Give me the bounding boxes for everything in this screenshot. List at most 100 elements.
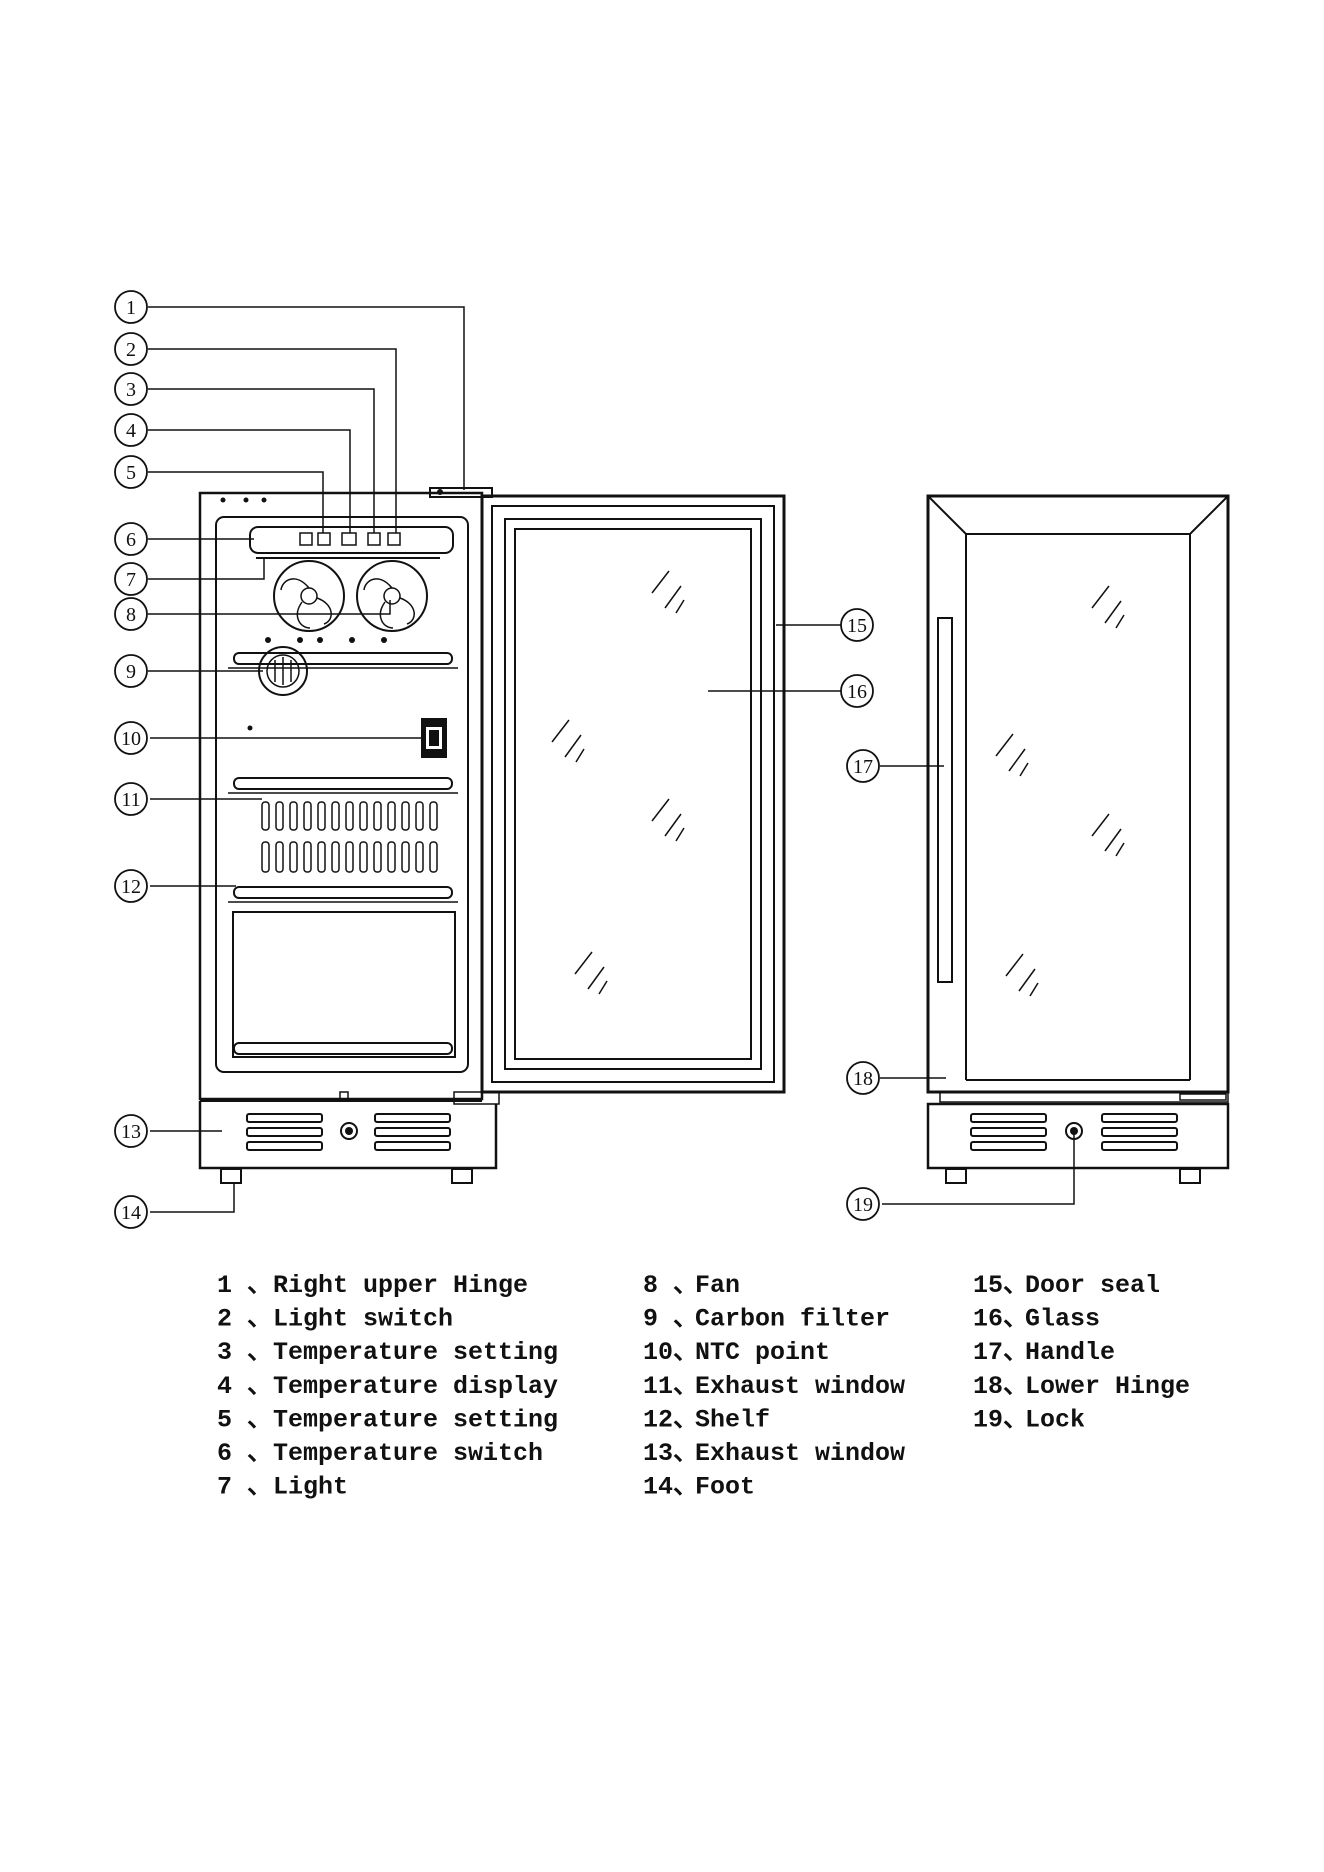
legend-number: 14、 <box>643 1473 698 1502</box>
callout-number: 18 <box>853 1068 873 1090</box>
control-panel <box>249 526 454 554</box>
callout-9: 9 <box>114 654 148 688</box>
legend-label: Temperature display <box>273 1372 558 1401</box>
callout-number: 17 <box>853 756 873 778</box>
legend-label: Exhaust window <box>695 1439 905 1468</box>
grille-slot <box>275 801 284 831</box>
callout-number: 5 <box>126 462 136 484</box>
callout-8: 8 <box>114 597 148 631</box>
callout-3: 3 <box>114 372 148 406</box>
upper-hinge <box>429 487 493 498</box>
callout-19: 19 <box>846 1187 880 1221</box>
callout-number: 14 <box>121 1202 141 1224</box>
door-handle <box>937 617 953 983</box>
grille-slot <box>429 801 438 831</box>
callout-7: 7 <box>114 562 148 596</box>
legend-label: Foot <box>695 1473 755 1502</box>
grille-slot <box>401 841 410 873</box>
legend-item: 19、Lock <box>973 1405 1085 1434</box>
shelf-middle <box>228 777 458 794</box>
grille-slot <box>359 841 368 873</box>
callout-number: 6 <box>126 529 136 551</box>
legend-number: 11、 <box>643 1372 698 1401</box>
grille-slot <box>317 801 326 831</box>
callout-number: 4 <box>126 420 136 442</box>
callout-number: 10 <box>121 728 141 750</box>
grille-slot <box>261 841 270 873</box>
legend-number: 13、 <box>643 1439 698 1468</box>
callout-1: 1 <box>114 290 148 324</box>
callout-18: 18 <box>846 1061 880 1095</box>
grille-slot <box>303 841 312 873</box>
grille-slot <box>387 841 396 873</box>
callout-13: 13 <box>114 1114 148 1148</box>
open-door <box>453 494 786 1105</box>
grille-slot <box>401 801 410 831</box>
legend-label: Lower Hinge <box>1025 1372 1190 1401</box>
legend-label: Fan <box>695 1271 740 1300</box>
callout-16: 16 <box>840 674 874 708</box>
callout-number: 19 <box>853 1194 873 1216</box>
legend-label: Door seal <box>1025 1271 1160 1300</box>
legend-item: 13、Exhaust window <box>643 1439 905 1468</box>
legend-number: 2 、 <box>217 1305 272 1334</box>
callout-number: 11 <box>121 789 140 811</box>
temperature-display <box>341 532 357 546</box>
grille-slot <box>373 801 382 831</box>
temp-setting-button-left <box>317 532 331 546</box>
grille-slot <box>429 841 438 873</box>
legend-label: Right upper Hinge <box>273 1271 528 1300</box>
callout-4: 4 <box>114 413 148 447</box>
inner-liner <box>215 516 469 1073</box>
shelf-lower <box>228 886 458 903</box>
legend-item: 1 、Right upper Hinge <box>217 1271 528 1300</box>
legend-label: Carbon filter <box>695 1305 890 1334</box>
grille-slot <box>331 801 340 831</box>
grille-slot <box>303 801 312 831</box>
exhaust-grille-inner <box>261 801 438 873</box>
closed-fridge-view <box>926 494 1230 1184</box>
grille-slot <box>317 841 326 873</box>
legend-number: 4 、 <box>217 1372 272 1401</box>
grille-slot <box>289 841 298 873</box>
temp-setting-button-right <box>367 532 381 546</box>
grille-slot <box>289 801 298 831</box>
grille-slot <box>415 801 424 831</box>
legend-item: 6 、Temperature switch <box>217 1439 543 1468</box>
callout-5: 5 <box>114 455 148 489</box>
legend-item: 14、Foot <box>643 1473 755 1502</box>
legend-item: 12、Shelf <box>643 1405 770 1434</box>
legend-item: 5 、Temperature setting <box>217 1405 558 1434</box>
legend-label: Handle <box>1025 1338 1115 1367</box>
legend-item: 9 、Carbon filter <box>643 1305 890 1334</box>
callout-6: 6 <box>114 522 148 556</box>
callout-number: 3 <box>126 379 136 401</box>
legend-number: 5 、 <box>217 1405 272 1434</box>
grille-slot <box>415 841 424 873</box>
grille-slot <box>373 841 382 873</box>
leader-lines <box>148 306 1075 1213</box>
legend-item: 16、Glass <box>973 1305 1100 1334</box>
legend-number: 15、 <box>973 1271 1028 1300</box>
legend-label: Glass <box>1025 1305 1100 1334</box>
legend-item: 15、Door seal <box>973 1271 1160 1300</box>
legend-item: 10、NTC point <box>643 1338 830 1367</box>
legend-label: Temperature switch <box>273 1439 543 1468</box>
legend-number: 9 、 <box>643 1305 698 1334</box>
shelf-top <box>228 652 458 669</box>
legend-number: 1 、 <box>217 1271 272 1300</box>
legend-item: 17、Handle <box>973 1338 1115 1367</box>
callout-14: 14 <box>114 1195 148 1229</box>
legend-number: 8 、 <box>643 1271 698 1300</box>
legend-number: 10、 <box>643 1338 698 1367</box>
grille-slot <box>359 801 368 831</box>
foot-left <box>220 1168 242 1184</box>
legend-item: 2 、Light switch <box>217 1305 453 1334</box>
carbon-filter <box>258 646 308 696</box>
callout-11: 11 <box>114 782 148 816</box>
grille-slot <box>275 841 284 873</box>
callout-12: 12 <box>114 869 148 903</box>
temp-switch-button <box>387 532 401 546</box>
callout-number: 9 <box>126 661 136 683</box>
grille-slot <box>331 841 340 873</box>
